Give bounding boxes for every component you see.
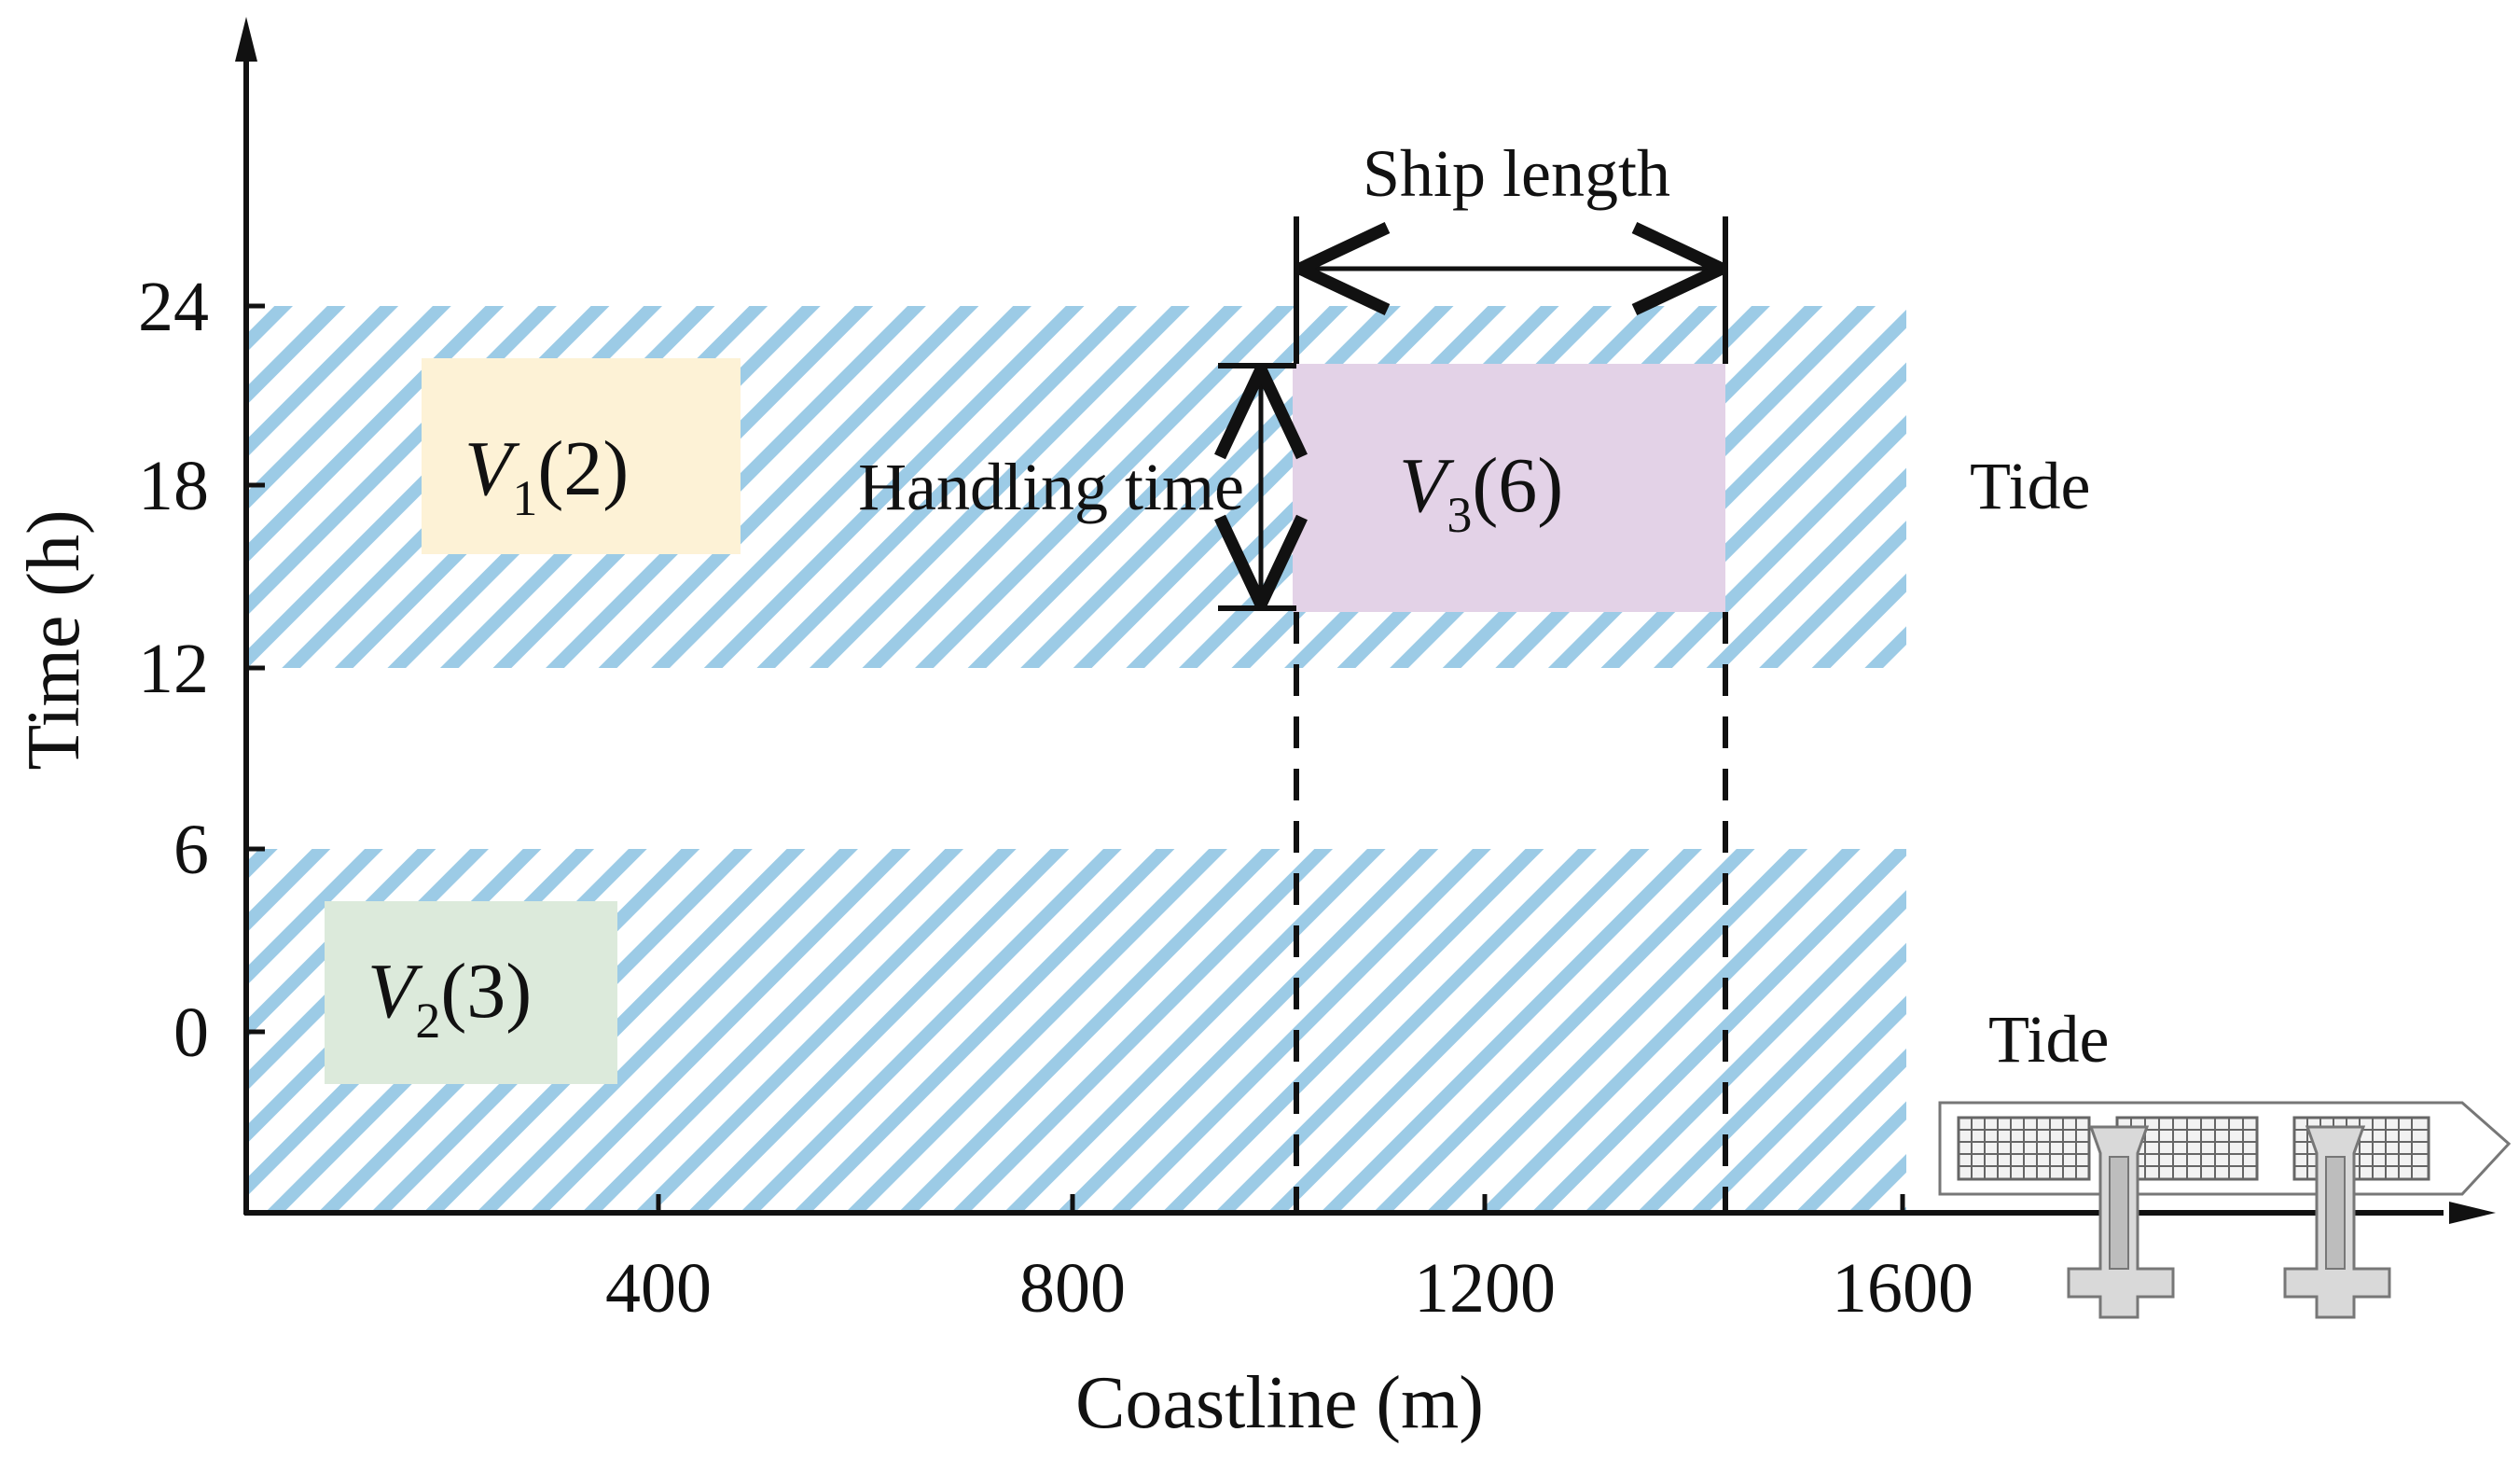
handling-time-label: Handling time (858, 450, 1244, 524)
container-block-1 (1957, 1116, 2091, 1181)
vessel-box-v3 (1293, 364, 1725, 612)
y-tick-label-24: 24 (138, 268, 209, 346)
x-axis-arrowhead (2449, 1202, 2496, 1224)
vessel-box-v1 (422, 358, 741, 554)
vessel-label-v1: V1(2) (464, 425, 629, 526)
bollard-icon (2067, 1125, 2175, 1319)
y-tick-label-12: 12 (138, 630, 209, 708)
x-ticks (656, 1194, 1905, 1213)
y-axis-arrowhead (235, 17, 257, 62)
y-axis-title: Time (h) (13, 509, 95, 770)
x-axis-title: Coastline (m) (1075, 1362, 1484, 1444)
y-tick-label-0: 0 (173, 994, 209, 1072)
ship-icon (1938, 1101, 2512, 1196)
vessel-box-v2 (325, 901, 617, 1084)
x-tick-label-400: 400 (605, 1249, 712, 1328)
vessel-label-v2: V2(3) (367, 948, 532, 1049)
x-tick-label-800: 800 (1019, 1249, 1126, 1328)
ship-length-label: Ship length (1363, 136, 1670, 211)
y-tick-label-18: 18 (138, 447, 209, 525)
tide-label-upper: Tide (1970, 449, 2090, 523)
y-tick-label-6: 6 (173, 811, 209, 889)
bollard-icon (2283, 1125, 2391, 1319)
x-tick-label-1600: 1600 (1832, 1249, 1973, 1328)
y-ticks (246, 303, 265, 1035)
x-tick-label-1200: 1200 (1414, 1249, 1556, 1328)
vessel-label-v3: V3(6) (1399, 442, 1563, 543)
tide-label-lower: Tide (1988, 1002, 2109, 1077)
